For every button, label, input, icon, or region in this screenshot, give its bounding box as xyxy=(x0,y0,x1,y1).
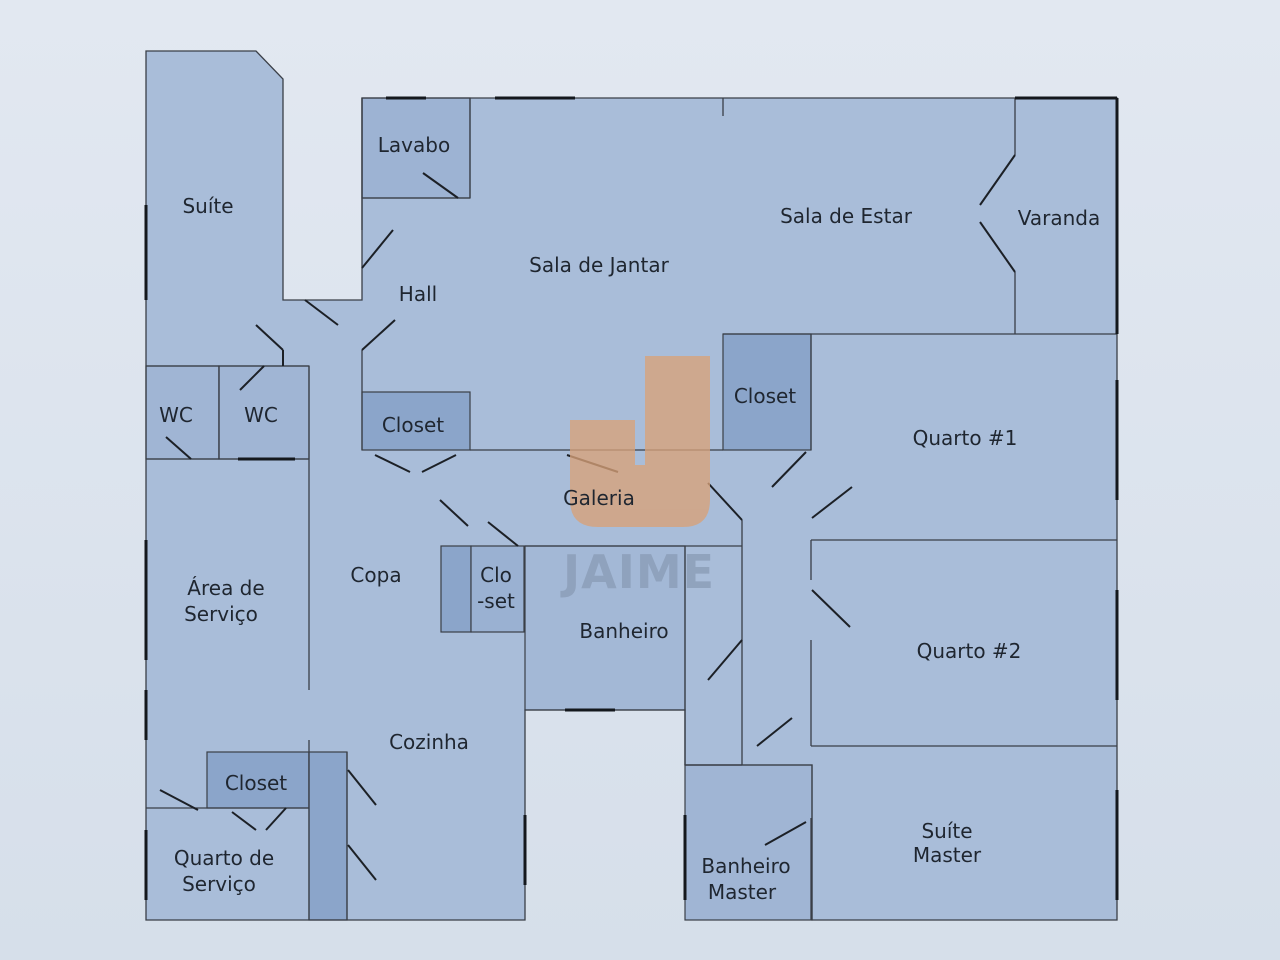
label-sala-jantar: Sala de Jantar xyxy=(529,253,669,277)
label-closet-small-2: -set xyxy=(477,589,515,613)
logo-j-icon xyxy=(570,356,710,527)
label-wc1: WC xyxy=(159,403,193,427)
label-quarto-servico-1: Quarto de xyxy=(174,846,274,870)
banheiro-master-room xyxy=(684,764,813,921)
label-banheiro-master-2: Master xyxy=(708,880,777,904)
closet-hall-room xyxy=(361,391,471,451)
label-quarto1: Quarto #1 xyxy=(913,426,1018,450)
lavabo-room xyxy=(361,97,471,199)
room-labels: Suíte Lavabo Sala de Estar Varanda Sala … xyxy=(159,133,1100,904)
label-suite-master-2: Master xyxy=(913,843,982,867)
label-quarto2: Quarto #2 xyxy=(917,639,1022,663)
watermark-text: JAIME xyxy=(560,545,715,599)
closet-small-left xyxy=(440,545,472,633)
banheiro-room xyxy=(524,545,686,711)
label-closet-servico: Closet xyxy=(225,771,287,795)
label-sala-estar: Sala de Estar xyxy=(780,204,913,228)
label-closet-small-1: Clo xyxy=(480,563,512,587)
kitchen-cabinet xyxy=(308,751,348,921)
label-hall: Hall xyxy=(399,282,437,306)
closets xyxy=(145,97,813,921)
label-varanda: Varanda xyxy=(1018,206,1101,230)
label-suite-master-1: Suíte xyxy=(921,819,972,843)
label-wc2: WC xyxy=(244,403,278,427)
label-closet-hall: Closet xyxy=(382,413,444,437)
watermark-logo: JAIME xyxy=(560,356,715,599)
label-area-servico-2: Serviço xyxy=(184,602,258,626)
label-suite: Suíte xyxy=(182,194,233,218)
wc2-room xyxy=(218,365,310,460)
label-cozinha: Cozinha xyxy=(389,730,469,754)
label-banheiro: Banheiro xyxy=(579,619,668,643)
label-galeria: Galeria xyxy=(563,486,635,510)
label-banheiro-master-1: Banheiro xyxy=(701,854,790,878)
label-closet-q1: Closet xyxy=(734,384,796,408)
label-area-servico-1: Área de xyxy=(187,576,264,600)
windows xyxy=(144,96,1119,900)
label-copa: Copa xyxy=(350,563,401,587)
closet-small-right xyxy=(470,545,525,633)
label-quarto-servico-2: Serviço xyxy=(182,872,256,896)
label-lavabo: Lavabo xyxy=(378,133,450,157)
closet-q1-room xyxy=(722,333,812,451)
